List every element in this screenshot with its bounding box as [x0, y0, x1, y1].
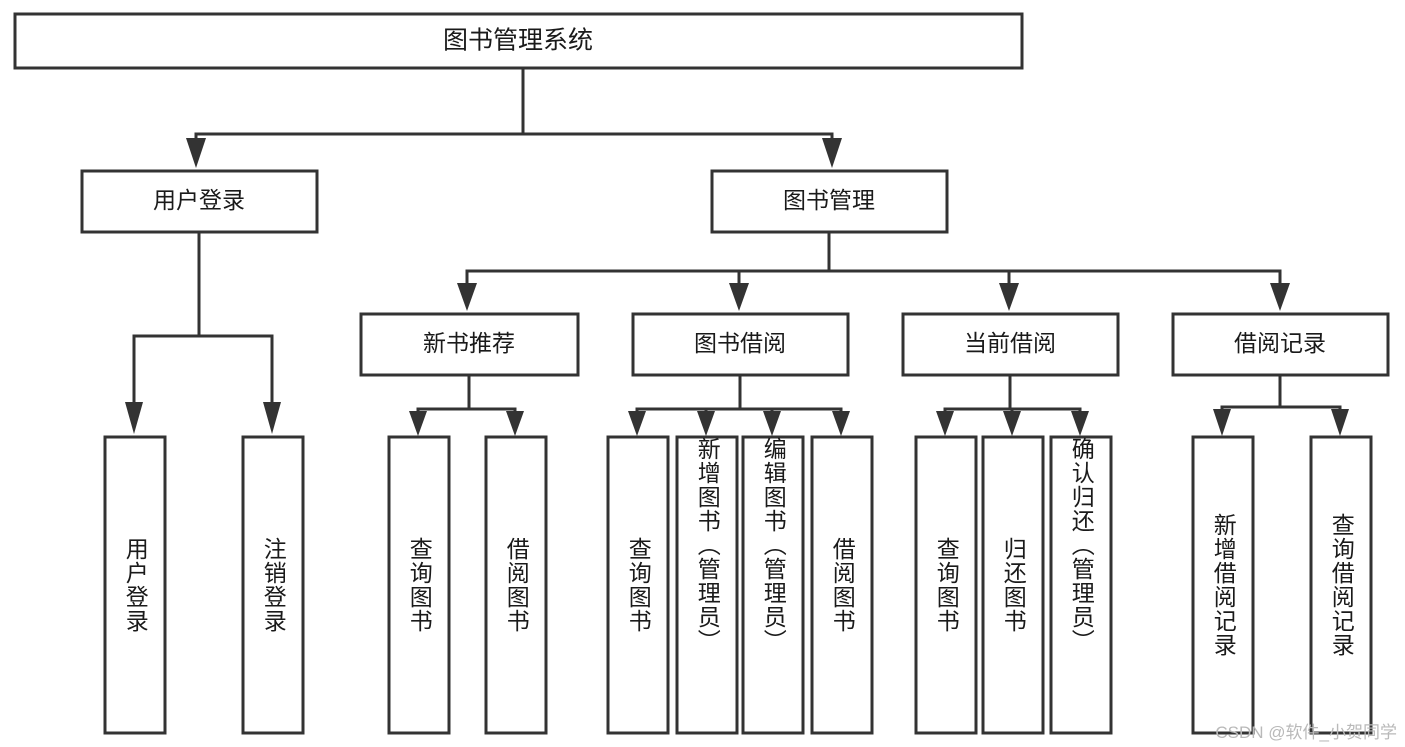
leaf-box-borrow-book-2[interactable] [810, 435, 874, 735]
leaf-box-edit-book[interactable] [741, 435, 805, 735]
arrowhead-to-leaf-borrow-book-1 [506, 411, 524, 436]
node-root[interactable]: 图书管理系统 [13, 12, 1024, 70]
arrowhead-to-leaf-borrow-book-2 [832, 411, 850, 436]
arrowhead-to-book-manage [822, 138, 842, 168]
leaf-box-logout-login[interactable] [241, 435, 305, 735]
new-book-rec-box[interactable] [359, 312, 580, 377]
arrowhead-to-current-borrow [999, 283, 1019, 311]
arrowhead-to-leaf-user-login [125, 402, 143, 434]
arrowhead-to-leaf-query-record [1331, 409, 1349, 436]
edge-root-to-level2 [186, 66, 842, 168]
book-borrow-label: 图书借阅 [694, 330, 786, 356]
leaf-box-query-book-3[interactable] [914, 435, 978, 735]
user-login-label: 用户登录 [153, 187, 245, 213]
leaf-box-query-book-2[interactable] [606, 435, 670, 735]
new-book-rec-label: 新书推荐 [423, 330, 515, 356]
edge-user-login-to-leaves [125, 230, 281, 434]
arrowhead-to-user-login [186, 138, 206, 168]
node-borrow-record[interactable]: 借阅记录 [1171, 312, 1390, 377]
node-book-borrow[interactable]: 图书借阅 [631, 312, 850, 377]
book-borrow-box[interactable] [631, 312, 850, 377]
leaf-box-add-record[interactable] [1191, 435, 1255, 735]
arrowhead-to-leaf-query-book-1 [409, 411, 427, 436]
arrowhead-to-leaf-query-book-2 [628, 411, 646, 436]
edge-book-manage-to-level3 [457, 230, 1290, 311]
node-book-manage[interactable]: 图书管理 [710, 169, 949, 234]
node-current-borrow[interactable]: 当前借阅 [901, 312, 1120, 377]
leaf-box-query-record[interactable] [1309, 435, 1373, 735]
book-manage-label: 图书管理 [783, 187, 875, 213]
leaf-box-query-book-1[interactable] [387, 435, 451, 735]
leaf-box-return-book[interactable] [981, 435, 1045, 735]
arrowhead-to-leaf-edit-book [763, 411, 781, 436]
edge-new-book-rec-to-leaves [409, 373, 524, 436]
node-user-login[interactable]: 用户登录 [80, 169, 319, 234]
csdn-watermark: CSDN @软件_小贺同学 [1215, 723, 1397, 742]
leaf-box-borrow-book-1[interactable] [484, 435, 548, 735]
arrowhead-to-leaf-logout-login [263, 402, 281, 434]
root-box[interactable] [13, 12, 1024, 70]
current-borrow-label: 当前借阅 [964, 330, 1056, 356]
edge-borrow-record-to-leaves [1213, 373, 1349, 436]
borrow-record-label: 借阅记录 [1234, 330, 1326, 356]
arrowhead-to-new-book-rec [457, 283, 477, 311]
book-manage-box[interactable] [710, 169, 949, 234]
arrowhead-to-leaf-query-book-3 [936, 411, 954, 436]
leaf-box-confirm-return[interactable] [1049, 435, 1113, 735]
arrowhead-to-leaf-return-book [1003, 411, 1021, 436]
root-label: 图书管理系统 [443, 27, 593, 55]
leaf-box-user-login[interactable] [103, 435, 167, 735]
node-new-book-rec[interactable]: 新书推荐 [359, 312, 580, 377]
arrowhead-to-book-borrow [729, 283, 749, 311]
arrowhead-to-leaf-add-book [697, 411, 715, 436]
edge-book-borrow-to-leaves [628, 373, 850, 436]
borrow-record-box[interactable] [1171, 312, 1390, 377]
arrowhead-to-leaf-confirm-return [1071, 411, 1089, 436]
arrowhead-to-leaf-add-record [1213, 409, 1231, 436]
arrowhead-to-borrow-record [1270, 283, 1290, 311]
current-borrow-box[interactable] [901, 312, 1120, 377]
leaf-box-add-book[interactable] [675, 435, 739, 735]
edge-current-borrow-to-leaves [936, 373, 1089, 436]
